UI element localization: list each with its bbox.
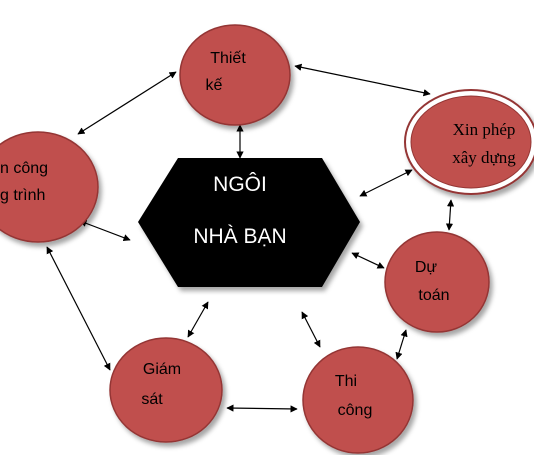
arrow-thietke-hoancong [77,71,177,135]
arrow-center-hoancong [79,219,131,242]
node-thi-cong-label-line2: công [338,402,373,419]
node-du-toan-label-line2: toán [418,287,449,304]
node-thiet-ke-circle [179,24,291,126]
arrow-dutoan-thicong [395,329,408,360]
node-xin-phep: Xin phép xây dựng [404,89,534,195]
arrow-xinphep-center [359,169,413,197]
node-thiet-ke-label-line2: kế [206,77,223,94]
node-du-toan: Dự toán [384,231,490,333]
node-thi-cong: Thi công [302,346,414,454]
node-hoan-cong-label-line2: g trình [0,187,45,204]
center-hub: NGÔI NHÀ BẠN [138,158,360,287]
node-hoan-cong-circle [0,131,99,243]
node-thi-cong-label-line1: Thi [335,373,357,390]
arrow-center-giamsat [187,301,209,338]
node-giam-sat: Giám sát [109,337,223,443]
center-hexagon [138,158,360,287]
node-giam-sat-label-line1: Giám [143,361,181,378]
node-hoan-cong: n công g trình [0,131,99,243]
arrow-center-dutoan [351,252,385,269]
center-title-line2: NHÀ BẠN [193,225,286,248]
node-du-toan-circle [384,231,490,333]
connector-arrows [46,63,455,413]
node-xin-phep-label-line2: xây dựng [452,148,516,167]
node-hoan-cong-label-line1: n công [0,160,48,177]
arrow-xinphep-dutoan [445,199,455,231]
node-giam-sat-circle [109,337,223,443]
node-thi-cong-circle [302,346,414,454]
node-thiet-ke: Thiết kế [179,24,291,126]
arrow-hoancong-giamsat [46,246,111,371]
node-xin-phep-label-line1: Xin phép [453,120,516,139]
node-du-toan-label-line1: Dự [415,259,438,276]
arrow-center-thicong [301,311,321,348]
node-thiet-ke-label-line1: Thiết [210,50,246,67]
center-title-line1: NGÔI [213,173,267,196]
arrow-thietke-xinphep [294,63,431,97]
node-xin-phep-circle [410,95,532,189]
arrow-giamsat-thicong [226,404,298,413]
node-giam-sat-label-line2: sát [141,391,163,408]
